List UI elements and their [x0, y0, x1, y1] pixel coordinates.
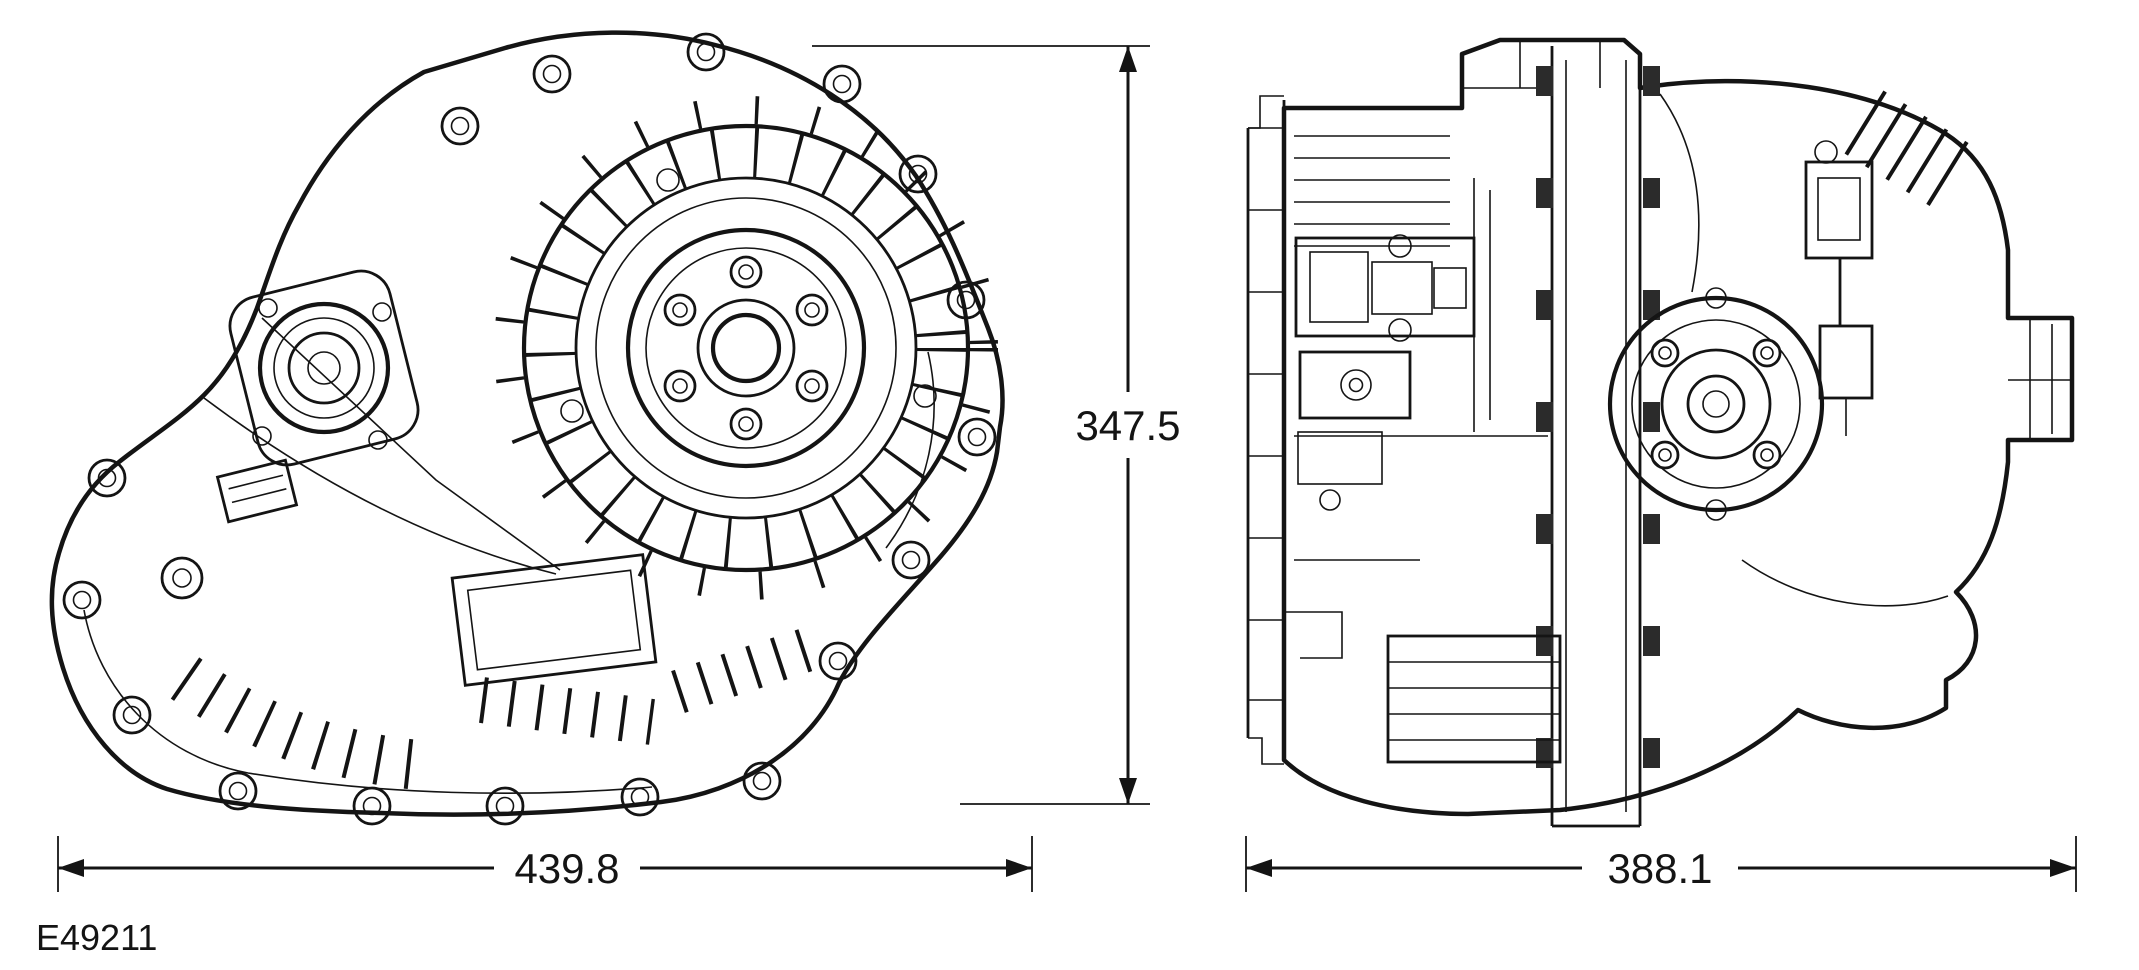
arrow-right-icon — [1006, 859, 1032, 877]
side-housing-outline — [1281, 37, 2075, 817]
pump-assembly — [1607, 287, 1825, 521]
front-inner-contour-bottom — [83, 609, 653, 794]
ribbed-ring — [494, 96, 998, 600]
front-width-dimension: 439.8 — [57, 836, 1033, 892]
actuator-bracket — [1804, 140, 1874, 436]
arrow-left-icon — [1246, 859, 1272, 877]
side-width-dimension: 388.1 — [1245, 836, 2077, 892]
arrow-up-icon — [1119, 46, 1137, 72]
cover-plate — [450, 553, 658, 687]
front-width-dimension-label: 439.8 — [514, 845, 619, 892]
perimeter-mounting-bolts — [62, 32, 997, 826]
seal-boss — [228, 269, 420, 467]
connector-plate — [215, 458, 299, 524]
output-shaft — [2008, 318, 2072, 440]
shaft-cluster — [1294, 178, 1548, 561]
side-horizontal-fins — [1294, 135, 1450, 247]
side-width-dimension-label: 388.1 — [1607, 845, 1712, 892]
figure-code: E49211 — [36, 917, 157, 958]
front-inner-contour-right — [885, 351, 935, 549]
housing-rib-fins — [170, 627, 819, 791]
front-view-drawing — [49, 30, 1005, 826]
arrow-left-icon — [58, 859, 84, 877]
diagonal-fins — [1844, 90, 1978, 212]
side-flange — [1246, 95, 1286, 765]
arrow-down-icon — [1119, 778, 1137, 804]
center-rib-band — [1462, 40, 1660, 828]
side-casting-line-1 — [1659, 93, 1700, 293]
height-dimension-label: 347.5 — [1075, 402, 1180, 449]
casting-line-1 — [261, 317, 561, 571]
band-bolt-blocks — [1536, 66, 1660, 768]
arrow-right-icon — [2050, 859, 2076, 877]
bottom-fin-stack — [1284, 611, 1562, 764]
side-casting-line-2 — [1741, 559, 1949, 607]
hub-bolt-holes — [663, 255, 829, 441]
side-view-drawing — [1246, 37, 2075, 828]
casting-line-2 — [203, 397, 557, 575]
front-housing-outline — [49, 30, 1005, 817]
height-dimension: 347.5 — [812, 45, 1181, 805]
